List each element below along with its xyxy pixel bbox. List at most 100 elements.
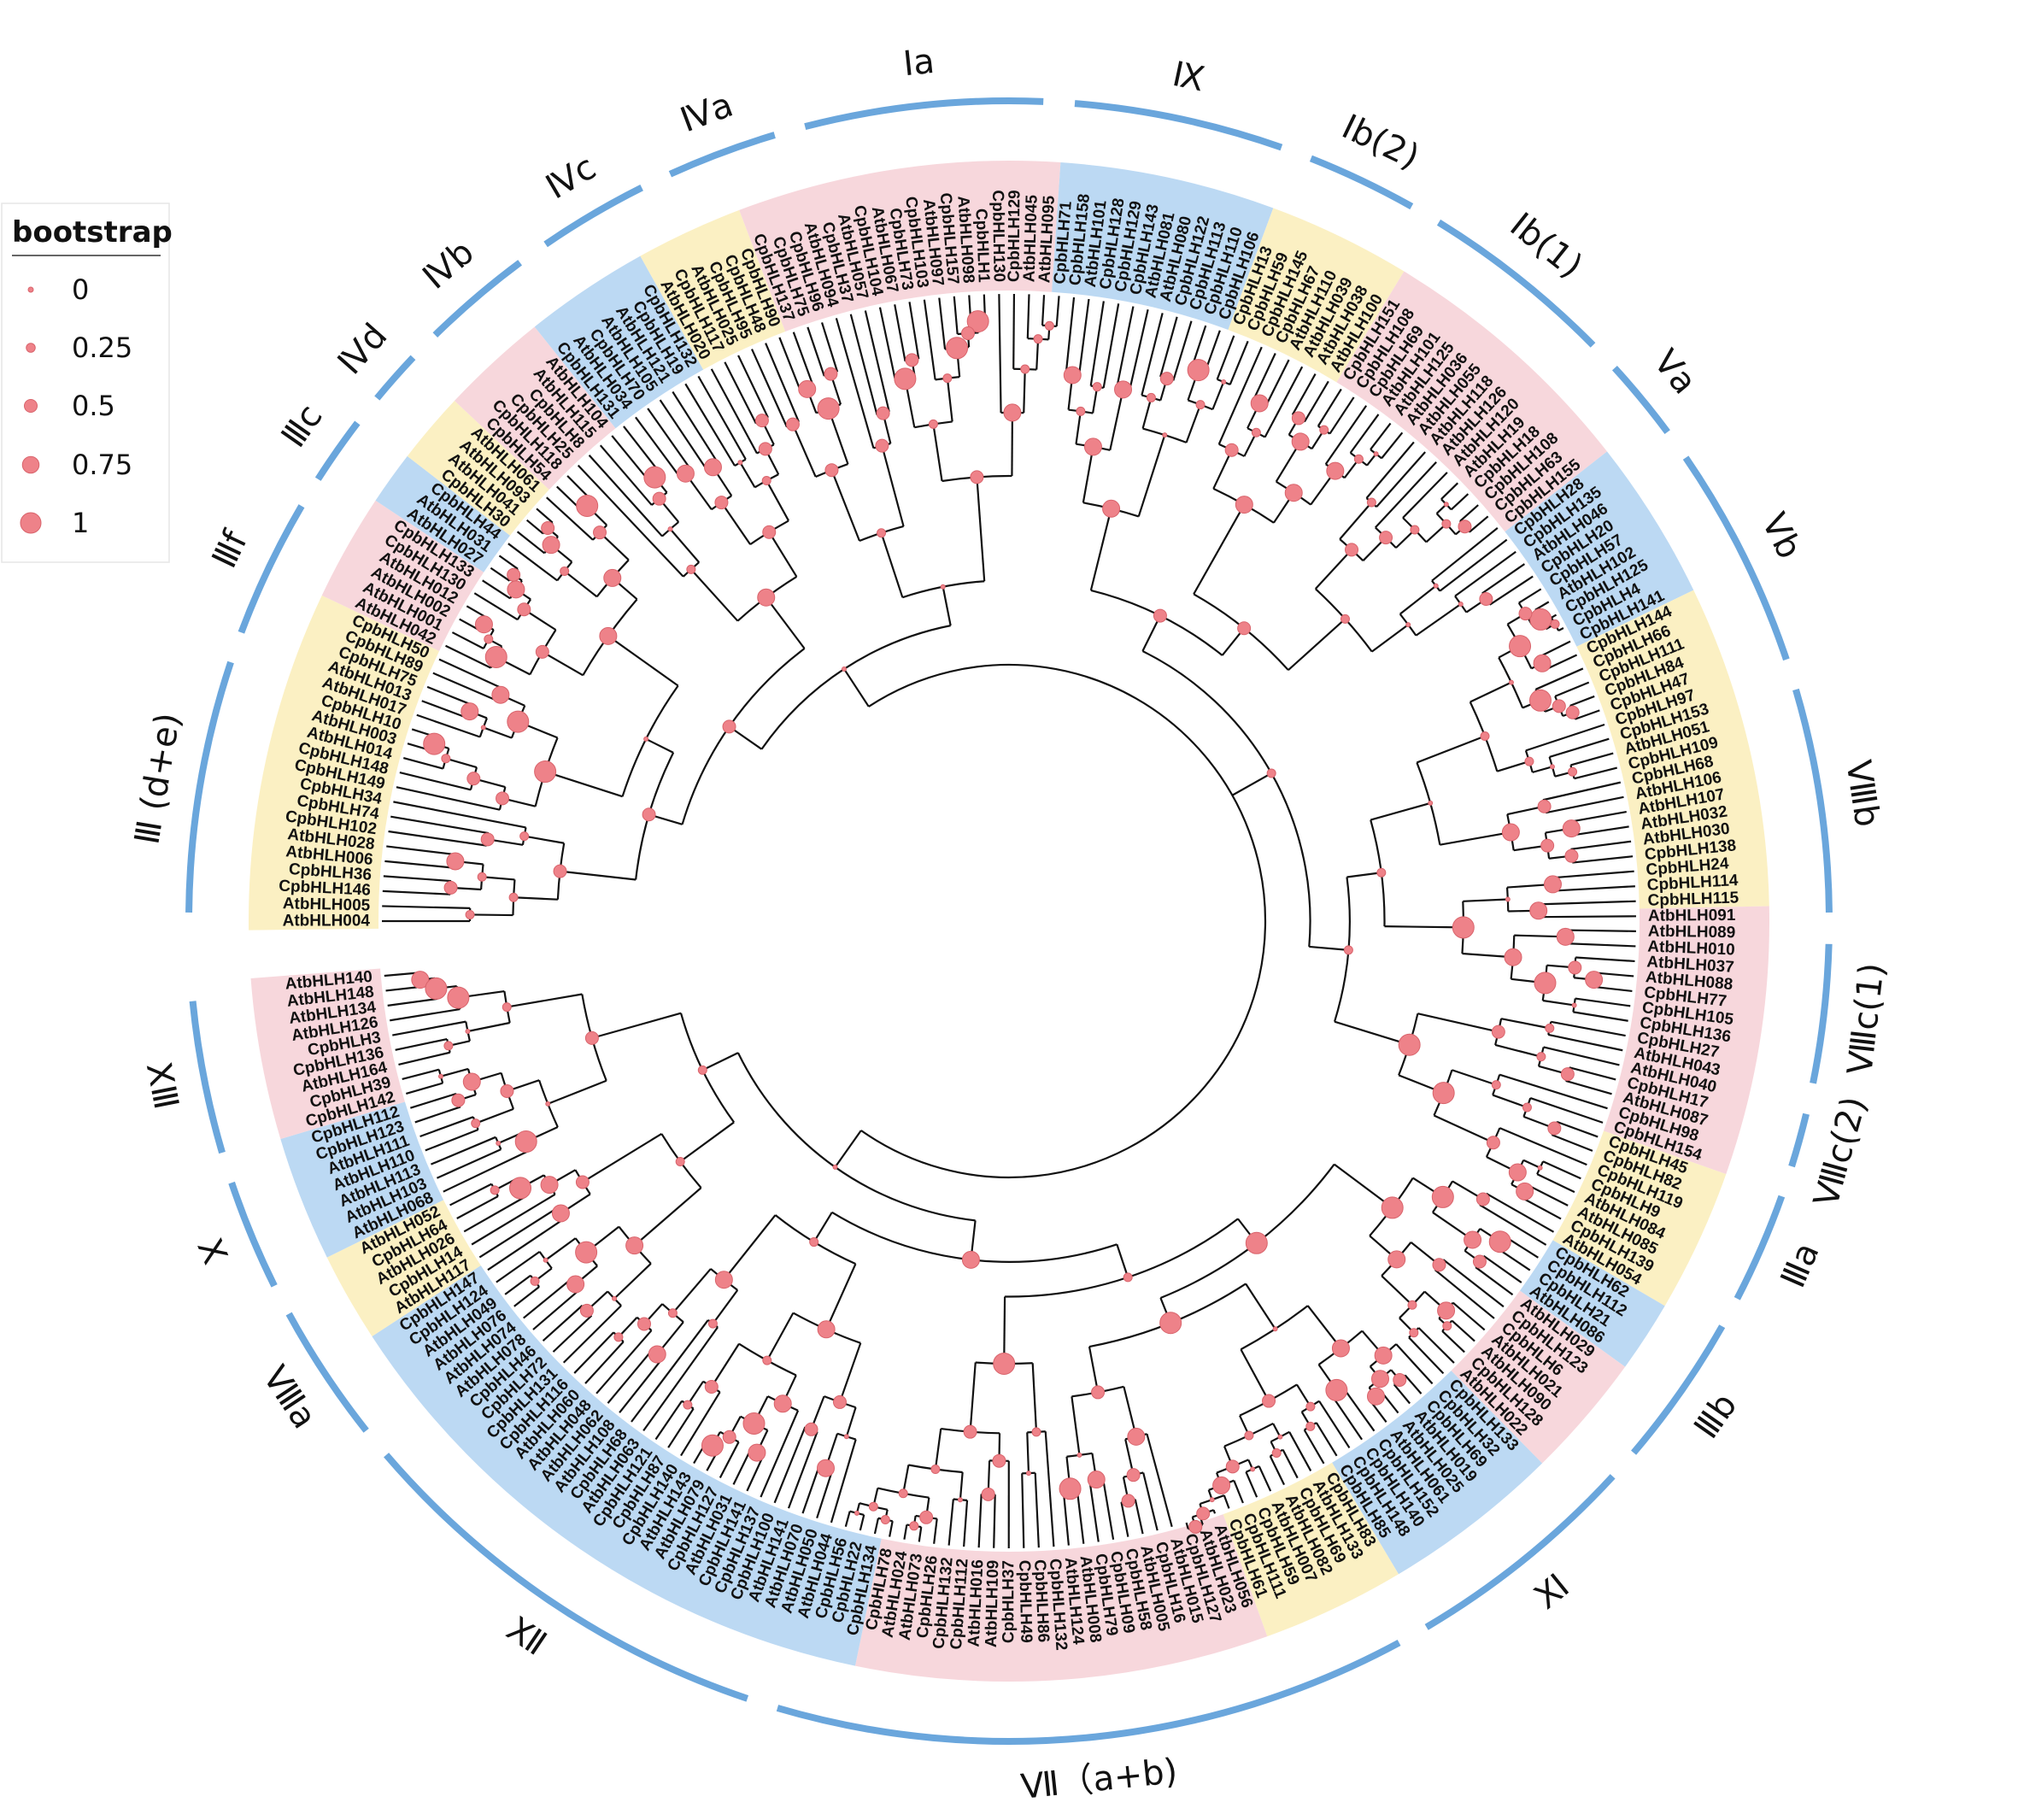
bootstrap-node [909,1521,919,1531]
legend-marker-1 [20,512,42,534]
branch-line [672,1268,712,1314]
branch-line [1055,296,1060,327]
bootstrap-node [484,645,507,668]
branch-line [383,875,452,883]
clade-label: Ⅲc [274,397,331,455]
bootstrap-node [1284,484,1303,502]
bootstrap-node [545,1101,551,1107]
branch-line [1554,681,1590,697]
branch-line [523,1278,572,1319]
bootstrap-node [1373,451,1379,457]
bootstrap-node [603,568,622,587]
branch-line [834,1130,862,1168]
clade-label: Ⅲ (d+e) [127,710,188,847]
clade-ring-segment [374,355,416,401]
bootstrap-node [722,1430,736,1444]
branch-line [1536,1173,1575,1194]
branch-line [1569,810,1627,823]
bootstrap-node [773,1394,792,1413]
bootstrap-node [643,466,666,489]
branch-line [737,355,769,419]
branch-line [467,1021,510,1033]
clade-ring-segment [384,1453,749,1702]
branch-line [1258,1465,1272,1492]
branch-line [918,1526,923,1542]
branch-line [385,985,421,992]
bootstrap-node [961,1250,980,1269]
bootstrap-node [1126,1468,1141,1482]
bootstrap-node [957,1497,963,1503]
bootstrap-node [1505,896,1511,902]
branch-line [1440,482,1459,500]
branch-line [631,1319,709,1423]
branch-line [1551,614,1557,619]
bootstrap-node [1479,592,1493,607]
branch-line [440,1067,469,1077]
legend-box [1,203,170,563]
bootstrap-node [686,564,696,574]
branch-line [710,1343,740,1388]
branch-line [1035,338,1040,370]
bootstrap-node [451,1093,466,1107]
clade-sector [1332,1371,1543,1575]
branch-line [1101,1478,1115,1540]
branch-arc [860,663,1267,1179]
bootstrap-node [785,417,800,432]
bootstrap-node [1472,1254,1487,1269]
bootstrap-node [1162,432,1168,438]
bootstrap-node [1504,948,1522,966]
branch-line [482,876,515,881]
branch-line [1128,308,1149,391]
branch-line [1479,1204,1547,1246]
branch-line [976,477,986,582]
branch-line [560,870,636,881]
bootstrap-node [443,880,458,895]
bootstrap-node [471,1118,481,1129]
clade-ring-segment [285,1312,369,1433]
bootstrap-node [1537,799,1552,813]
bootstrap-node [1063,366,1082,385]
leaf-label: CpbHLH37 [1000,1560,1018,1643]
legend-label-0: 0 [72,273,89,306]
bootstrap-node [875,438,889,453]
branch-line [830,1439,857,1524]
branch-line [384,860,455,869]
clade-sector [1223,1462,1399,1637]
bootstrap-node [477,872,487,882]
bootstrap-node [496,791,510,806]
branch-line [690,568,739,622]
bootstrap-node [535,644,549,659]
bootstrap-node [1209,1497,1215,1503]
branch-line [386,845,456,856]
branch-line [934,1428,942,1470]
branch-line [1109,389,1124,451]
bootstrap-node [1225,1459,1240,1474]
bootstrap-node [1159,1312,1182,1335]
bootstrap-node [593,525,607,540]
bootstrap-node [1437,1301,1456,1320]
branch-line [654,1400,683,1441]
branch-line [1193,504,1246,595]
bootstrap-node [491,685,510,704]
bootstrap-node [423,732,446,755]
branch-line [969,1362,977,1432]
leaf-label: CpbHLH146 [279,878,372,900]
bootstrap-node [1366,497,1376,508]
legend-title: bootstrap [12,215,173,250]
bootstrap-node [1196,1506,1211,1521]
branch-line [536,508,554,524]
branch-line [542,1305,584,1342]
branch-line [388,830,487,847]
branch-line [844,1511,851,1527]
bootstrap-node [1491,1080,1501,1090]
bootstrap-node [919,1510,934,1524]
branch-line [1552,1134,1593,1152]
branch-line [1134,1499,1144,1535]
bootstrap-node [1159,372,1174,386]
branch-line [516,531,545,555]
branch-line [524,835,565,844]
branch-line [635,416,682,478]
clade-ring-segment [314,420,361,481]
bootstrap-node [832,1394,847,1409]
branch-line [1469,515,1489,533]
